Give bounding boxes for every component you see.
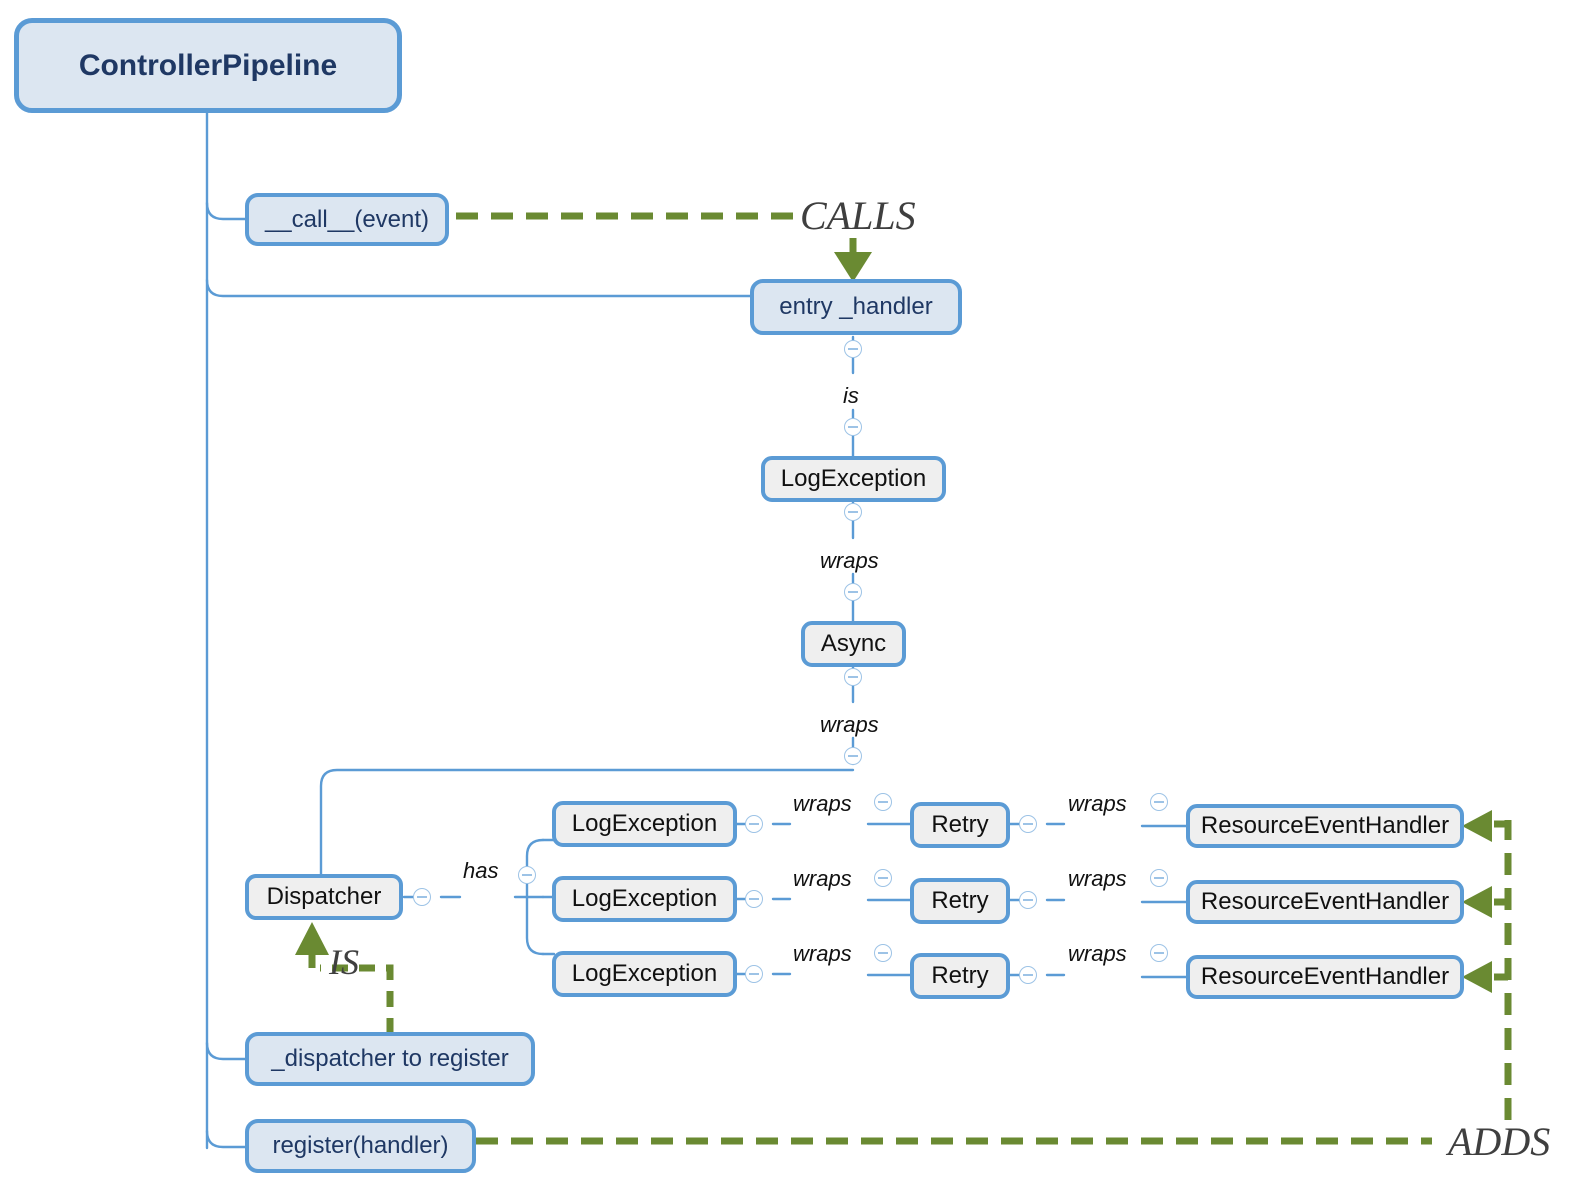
collapse-toggle-wraps-row1a[interactable] xyxy=(874,793,892,811)
collapse-toggle-wraps-row1b[interactable] xyxy=(1150,793,1168,811)
adds-arrowhead-1 xyxy=(1462,810,1492,842)
collapse-toggle-logexception-3[interactable] xyxy=(745,965,763,983)
collapse-toggle-wraps-2[interactable] xyxy=(844,747,862,765)
collapse-toggle-retry-2[interactable] xyxy=(1019,891,1037,909)
node-label: ResourceEventHandler xyxy=(1200,888,1450,915)
collapse-toggle-is[interactable] xyxy=(844,418,862,436)
node-label: _dispatcher to register xyxy=(271,1045,509,1072)
node-register-handler[interactable]: register(handler) xyxy=(245,1119,476,1173)
node-label: entry _handler xyxy=(779,293,933,320)
collapse-toggle-logexception-top-bottom[interactable] xyxy=(844,503,862,521)
relation-label-wraps-r3a: wraps xyxy=(793,941,852,966)
node-label: ResourceEventHandler xyxy=(1200,812,1450,839)
collapse-toggle-retry-3[interactable] xyxy=(1019,966,1037,984)
node-label: Retry xyxy=(931,962,989,989)
relation-label-wraps-r3b: wraps xyxy=(1068,941,1127,966)
relation-label-wraps-r2b: wraps xyxy=(1068,866,1127,891)
collapse-toggle-async-bottom[interactable] xyxy=(844,668,862,686)
node-resource-event-handler-3[interactable]: ResourceEventHandler xyxy=(1186,955,1464,999)
node-label: Dispatcher xyxy=(266,883,382,910)
node-controller-pipeline[interactable]: ControllerPipeline xyxy=(14,18,402,113)
node-retry-2[interactable]: Retry xyxy=(910,878,1010,924)
node-label: LogException xyxy=(571,885,718,912)
node-label: ControllerPipeline xyxy=(78,48,338,82)
green-label-is: IS xyxy=(329,942,359,982)
node-log-exception-2[interactable]: LogException xyxy=(552,876,737,922)
node-log-exception-3[interactable]: LogException xyxy=(552,951,737,997)
collapse-toggle-wraps-1[interactable] xyxy=(844,583,862,601)
node-label: Retry xyxy=(931,887,989,914)
collapse-toggle-logexception-2[interactable] xyxy=(745,890,763,908)
relation-label-wraps-r2a: wraps xyxy=(793,866,852,891)
collapse-toggle-wraps-row3b[interactable] xyxy=(1150,944,1168,962)
node-label: LogException xyxy=(780,465,927,492)
node-label: __call__(event) xyxy=(264,205,430,233)
calls-arrowhead xyxy=(834,252,872,282)
node-resource-event-handler-1[interactable]: ResourceEventHandler xyxy=(1186,804,1464,848)
node-resource-event-handler-2[interactable]: ResourceEventHandler xyxy=(1186,880,1464,924)
collapse-toggle-wraps-row3a[interactable] xyxy=(874,944,892,962)
node-entry-handler[interactable]: entry _handler xyxy=(750,279,962,335)
node-label: Retry xyxy=(931,811,989,838)
is-arrowhead xyxy=(295,922,329,955)
green-label-adds: ADDS xyxy=(1448,1119,1551,1164)
node-label: LogException xyxy=(571,960,718,987)
collapse-toggle-logexception-1[interactable] xyxy=(745,815,763,833)
relation-label-has: has xyxy=(463,858,499,883)
collapse-toggle-entry-handler[interactable] xyxy=(844,340,862,358)
collapse-toggle-wraps-row2b[interactable] xyxy=(1150,869,1168,887)
relation-label-wraps-r1a: wraps xyxy=(793,791,852,816)
node-log-exception-1[interactable]: LogException xyxy=(552,801,737,847)
relation-label-wraps-r1b: wraps xyxy=(1068,791,1127,816)
collapse-toggle-has[interactable] xyxy=(518,866,536,884)
node-log-exception-top[interactable]: LogException xyxy=(761,456,946,502)
node-label: Async xyxy=(820,630,887,657)
adds-arrowhead-3 xyxy=(1462,961,1492,993)
relation-label-is: is xyxy=(843,383,859,408)
node-label: register(handler) xyxy=(272,1132,449,1159)
node-label: LogException xyxy=(571,810,718,837)
green-label-calls: CALLS xyxy=(800,193,916,238)
adds-arrowhead-2 xyxy=(1462,886,1492,918)
node-retry-3[interactable]: Retry xyxy=(910,953,1010,999)
node-retry-1[interactable]: Retry xyxy=(910,802,1010,848)
relation-label-wraps-1: wraps xyxy=(820,548,879,573)
node-async[interactable]: Async xyxy=(801,621,906,667)
node-label: ResourceEventHandler xyxy=(1200,963,1450,990)
collapse-toggle-retry-1[interactable] xyxy=(1019,815,1037,833)
collapse-toggle-wraps-row2a[interactable] xyxy=(874,869,892,887)
collapse-toggle-dispatcher[interactable] xyxy=(413,888,431,906)
node-call-event[interactable]: __call__(event) xyxy=(245,193,449,246)
relation-label-wraps-2: wraps xyxy=(820,712,879,737)
node-dispatcher[interactable]: Dispatcher xyxy=(245,874,403,920)
node-dispatcher-to-register[interactable]: _dispatcher to register xyxy=(245,1032,535,1086)
